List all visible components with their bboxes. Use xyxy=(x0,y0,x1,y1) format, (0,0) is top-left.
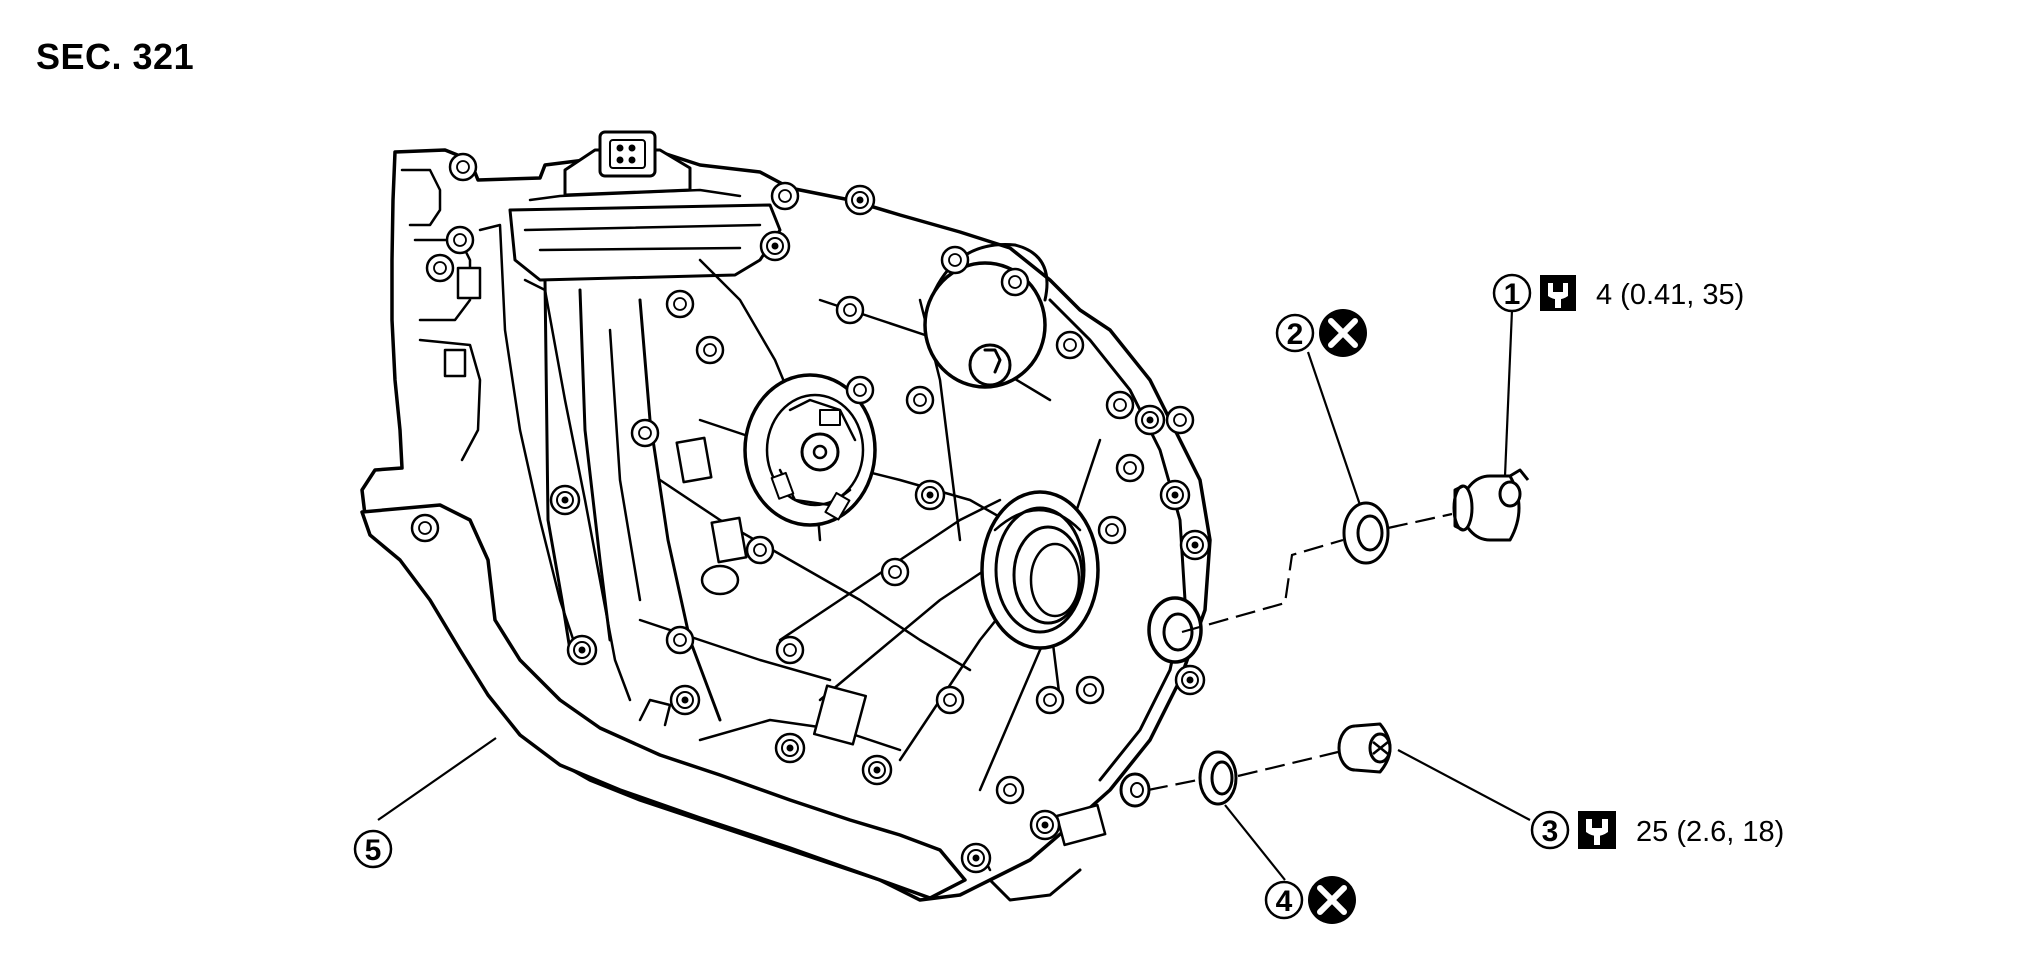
section-label: SEC. 321 xyxy=(36,36,195,77)
svg-text:5: 5 xyxy=(365,834,382,867)
part-3-plug xyxy=(1337,722,1392,774)
callout-5: 5 xyxy=(353,829,393,869)
callout-2: 2 xyxy=(1275,309,1367,357)
part-2-gasket xyxy=(1342,501,1390,565)
callout-3: 3 25 (2.6, 18) xyxy=(1530,810,1784,850)
svg-text:4: 4 xyxy=(1276,885,1293,918)
svg-text:25 (2.6, 18): 25 (2.6, 18) xyxy=(1636,816,1784,848)
callout-4: 4 xyxy=(1264,876,1356,924)
svg-text:2: 2 xyxy=(1287,318,1304,351)
leader-lines xyxy=(377,309,1531,881)
part-4-gasket xyxy=(1198,750,1238,806)
torque-wrench-icon xyxy=(1540,275,1576,311)
do-not-reuse-icon xyxy=(1319,309,1367,357)
transaxle-case xyxy=(360,130,1212,902)
svg-text:4 (0.41, 35): 4 (0.41, 35) xyxy=(1596,279,1744,311)
part-1-plug xyxy=(1452,468,1530,542)
callout-1: 1 4 (0.41, 35) xyxy=(1492,273,1744,313)
svg-text:3: 3 xyxy=(1542,815,1559,848)
svg-text:1: 1 xyxy=(1504,278,1521,311)
torque-wrench-icon xyxy=(1578,811,1616,849)
do-not-reuse-icon xyxy=(1308,876,1356,924)
